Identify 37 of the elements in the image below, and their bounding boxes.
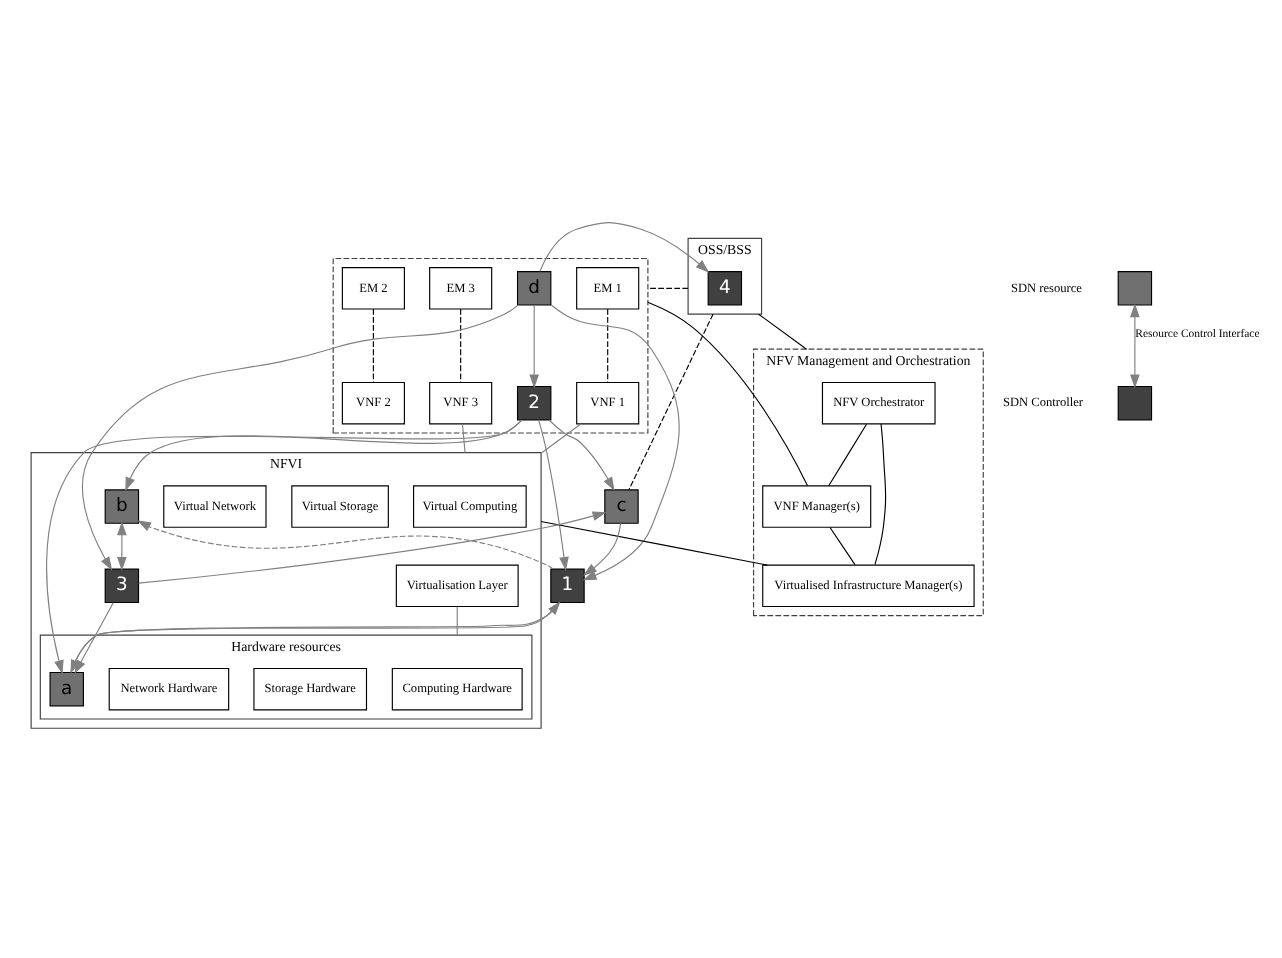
node-box: [1117, 270, 1153, 305]
arrow: [550, 303, 680, 580]
connector: [607, 307, 609, 382]
node-box: a: [49, 670, 84, 706]
arrow: [529, 303, 540, 388]
arrow: [125, 418, 523, 491]
connector: [647, 286, 689, 288]
node-box: 4: [707, 270, 743, 305]
node-box: 1: [550, 567, 585, 603]
node-box: 2: [516, 384, 552, 420]
node-box: 3: [104, 567, 140, 603]
connector: [758, 312, 808, 349]
connector: [829, 525, 856, 565]
connector: [828, 422, 868, 486]
node-box: c: [604, 488, 639, 523]
connector: [874, 422, 887, 565]
arrow: [81, 303, 519, 570]
node-box: d: [516, 270, 552, 305]
arrow: [137, 519, 554, 569]
arrow: [1130, 302, 1140, 388]
connector: [456, 605, 458, 635]
connector: [460, 307, 462, 382]
node-box: [1117, 384, 1153, 420]
arrow: [117, 520, 127, 570]
connector: [540, 422, 582, 453]
node-box: b: [104, 488, 140, 523]
arrow: [539, 221, 710, 272]
connector: [647, 300, 809, 486]
arrow: [583, 521, 622, 575]
connector: [540, 519, 768, 565]
arrow: [548, 418, 615, 490]
connector: [461, 422, 466, 453]
connector: [628, 312, 714, 490]
arrow: [138, 510, 607, 583]
arrow: [538, 418, 569, 570]
cluster: [332, 256, 649, 433]
connector: [372, 307, 374, 382]
